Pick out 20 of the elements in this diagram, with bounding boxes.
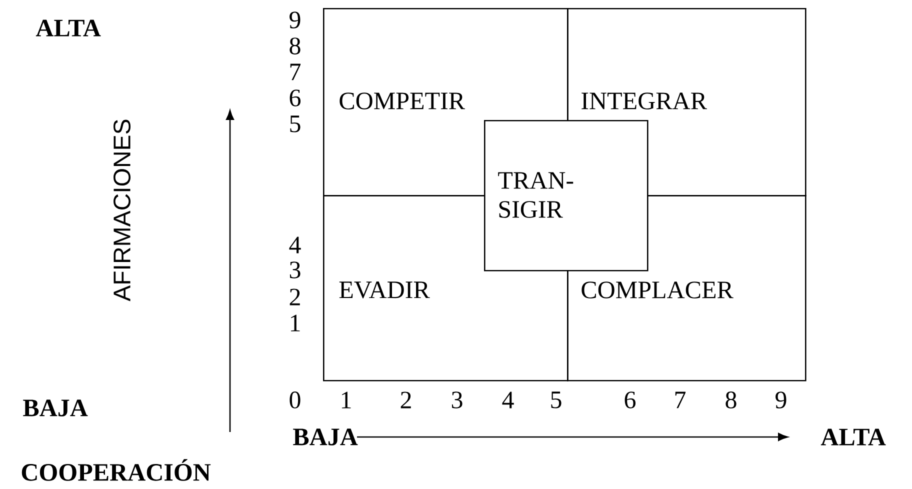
- tick-label: 7: [290, 64, 301, 80]
- tick-label: 8: [290, 38, 300, 54]
- tick-label: 1: [290, 314, 300, 332]
- axis-label: ALTA: [820, 428, 886, 446]
- tick-label: 4: [289, 236, 301, 254]
- tick-label: 2: [290, 288, 300, 306]
- tick-label: 4: [502, 392, 514, 408]
- axis-title: AFIRMACIONES: [114, 120, 130, 302]
- axis-label: ALTA: [36, 20, 101, 36]
- axis-label: COOPERACIÓN: [22, 459, 211, 481]
- tick-label: 6: [624, 392, 636, 408]
- tick-label: 5: [551, 392, 562, 408]
- tick-label: 6: [290, 90, 301, 106]
- tick-label: 3: [290, 262, 300, 278]
- axis-label: BAJA: [293, 428, 358, 446]
- tick-label: 0: [290, 392, 300, 408]
- quadrant-box: TRAN- SIGIR: [484, 120, 648, 272]
- tick-label: 9: [290, 12, 300, 28]
- tick-label: 5: [290, 116, 300, 132]
- axis-label: BAJA: [23, 400, 88, 416]
